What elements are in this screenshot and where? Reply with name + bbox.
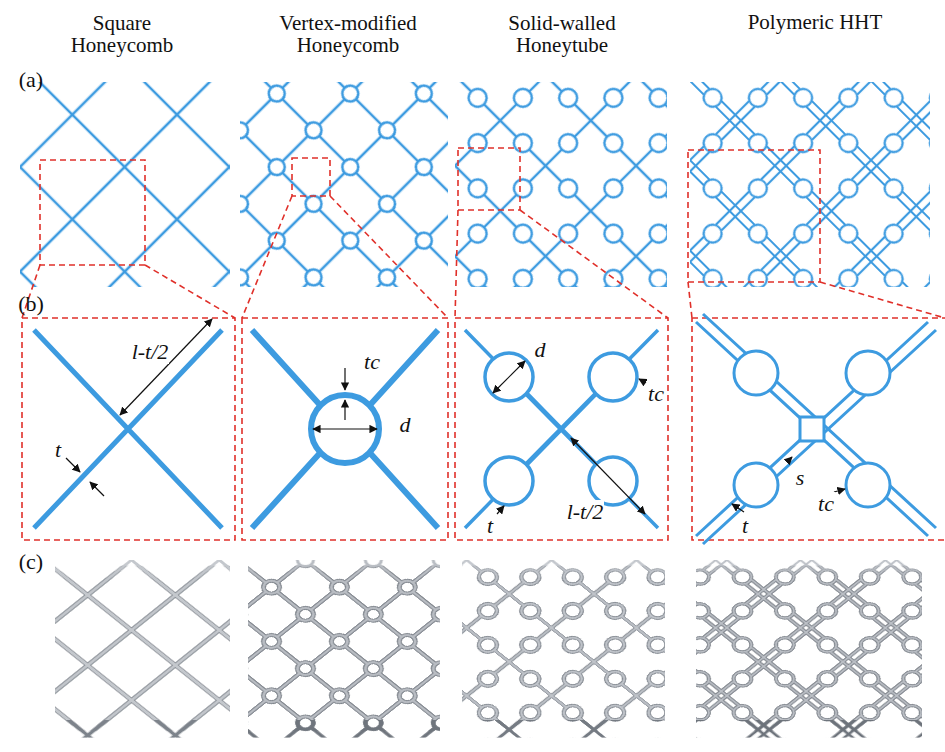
zoom-markers [22,148,945,540]
dimension-label: l-t/2 [131,340,170,363]
honeytube-lattice [455,82,667,287]
dimension-lines [313,368,377,429]
square-unit [34,330,222,528]
dimension-label: t [54,438,62,461]
honeytube-unit [465,330,658,528]
rendered-samples [55,560,922,738]
dimension-label: l-t/2 [566,500,605,523]
column-title: Solid-walled Honeytube [477,12,647,56]
column-title: Square Honeycomb [47,12,197,56]
dimension-label: t [486,514,494,537]
dimension-label: s [795,466,806,489]
vertex-lattice [240,82,448,287]
hht-lattice [690,82,930,287]
row-label: (b) [18,292,44,315]
dimension-label: t [741,514,749,537]
column-title: Vertex-modified Honeycomb [253,12,443,56]
square-lattice [20,82,230,287]
vertex-unit [252,330,438,528]
column-title: Polymeric HHT [748,11,883,33]
row-label: (c) [19,550,43,573]
dimension-label: tc [363,350,381,373]
row-label: (a) [19,68,43,91]
dimension-label: d [399,413,412,436]
dimension-label: d [534,338,547,361]
hht-unit [696,314,936,544]
dimension-label: tc [647,382,665,405]
dimension-lines [493,361,646,514]
dimension-lines [66,319,212,496]
dimension-label: tc [817,492,835,515]
